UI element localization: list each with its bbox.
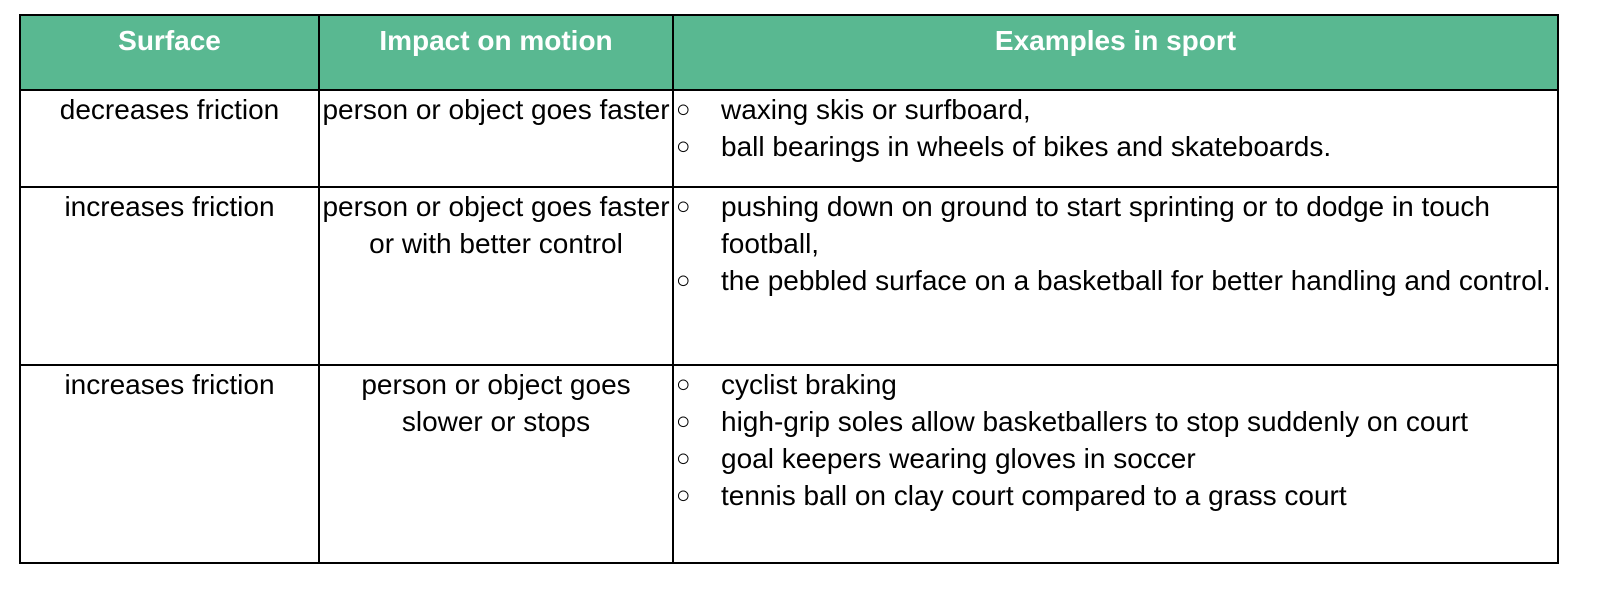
list-item: ○ pushing down on ground to start sprinti…: [674, 188, 1557, 262]
list-item: ○ goal keepers wearing gloves in soccer: [674, 440, 1557, 477]
bullet-icon: ○: [676, 482, 691, 509]
list-item: ○ cyclist braking: [674, 366, 1557, 403]
bullet-icon: ○: [676, 445, 691, 472]
header-examples-in-sport: Examples in sport: [672, 14, 1559, 91]
bullet-icon: ○: [676, 96, 691, 123]
table-row: increases friction person or object goes…: [19, 186, 1559, 366]
bullet-icon: ○: [676, 267, 691, 294]
surface-cell: increases friction: [19, 186, 320, 366]
table-row: increases friction person or object goes…: [19, 364, 1559, 564]
examples-list: ○ cyclist braking ○ high-grip soles allow …: [674, 366, 1557, 514]
examples-cell: ○ cyclist braking ○ high-grip soles allow …: [672, 364, 1559, 564]
impact-cell: person or object goes slower or stops: [318, 364, 674, 564]
example-text: tennis ball on clay court compared to a …: [721, 480, 1347, 511]
list-item: ○ ball bearings in wheels of bikes and sk…: [674, 128, 1557, 165]
surface-cell: increases friction: [19, 364, 320, 564]
header-impact-on-motion: Impact on motion: [318, 14, 674, 91]
bullet-icon: ○: [676, 371, 691, 398]
examples-list: ○ waxing skis or surfboard, ○ ball bearing…: [674, 91, 1557, 165]
list-item: ○ high-grip soles allow basketballers to …: [674, 403, 1557, 440]
bullet-icon: ○: [676, 133, 691, 160]
list-item: ○ the pebbled surface on a basketball for…: [674, 262, 1557, 299]
example-text: the pebbled surface on a basketball for …: [721, 265, 1551, 296]
surface-cell: decreases friction: [19, 89, 320, 188]
example-text: ball bearings in wheels of bikes and ska…: [721, 131, 1332, 162]
example-text: goal keepers wearing gloves in soccer: [721, 443, 1196, 474]
header-surface: Surface: [19, 14, 320, 91]
table-row: decreases friction person or object goes…: [19, 89, 1559, 188]
example-text: cyclist braking: [721, 369, 897, 400]
example-text: waxing skis or surfboard,: [721, 94, 1031, 125]
list-item: ○ tennis ball on clay court compared to a…: [674, 477, 1557, 514]
examples-cell: ○ pushing down on ground to start sprinti…: [672, 186, 1559, 366]
bullet-icon: ○: [676, 193, 691, 220]
bullet-icon: ○: [676, 408, 691, 435]
list-item: ○ waxing skis or surfboard,: [674, 91, 1557, 128]
friction-table: Surface Impact on motion Examples in spo…: [19, 14, 1559, 564]
examples-list: ○ pushing down on ground to start sprinti…: [674, 188, 1557, 299]
impact-cell: person or object goes faster or with bet…: [318, 186, 674, 366]
example-text: pushing down on ground to start sprintin…: [721, 191, 1490, 259]
header-row: Surface Impact on motion Examples in spo…: [19, 14, 1559, 91]
impact-cell: person or object goes faster: [318, 89, 674, 188]
examples-cell: ○ waxing skis or surfboard, ○ ball bearing…: [672, 89, 1559, 188]
example-text: high-grip soles allow basketballers to s…: [721, 406, 1469, 437]
